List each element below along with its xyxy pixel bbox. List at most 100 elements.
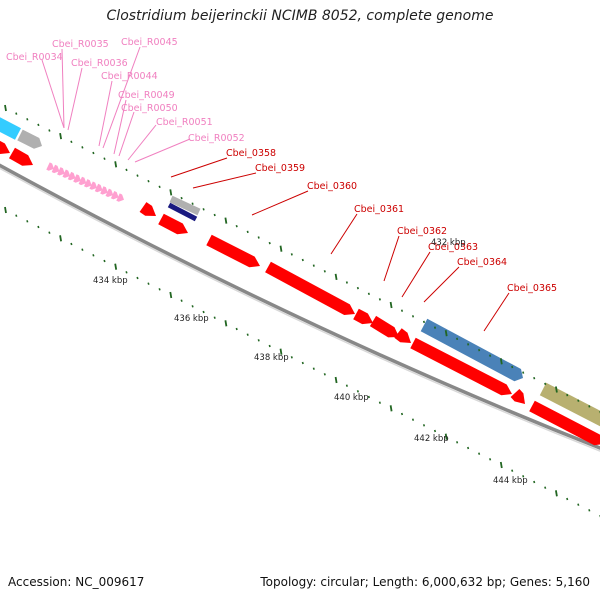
cds-feature-4[interactable] (206, 234, 260, 268)
scale-tick (577, 503, 580, 506)
cds-feature-8[interactable] (394, 328, 411, 343)
outer-tick (37, 123, 40, 127)
cds-feature-9[interactable] (410, 337, 512, 396)
scale-tick (356, 390, 359, 393)
rrna-feature-8[interactable] (89, 181, 98, 190)
scale-tick (103, 259, 106, 263)
cds-label-4[interactable]: Cbei_0362 (397, 226, 447, 237)
outer-tick (323, 270, 326, 273)
scale-tick (555, 490, 558, 497)
cds-feature-1[interactable] (9, 147, 33, 166)
outer-tick (533, 376, 536, 380)
outer-tick (389, 301, 393, 309)
gray-feature-2[interactable] (169, 195, 201, 216)
rrna-feature-11[interactable] (105, 188, 114, 197)
cds-feature-10[interactable] (510, 389, 525, 404)
outer-tick (444, 330, 448, 337)
rrna-feature-9[interactable] (94, 183, 103, 193)
rrna-feature-7[interactable] (84, 179, 92, 188)
cds-feature-3[interactable] (158, 213, 188, 235)
scale-tick (213, 316, 216, 319)
rrna-feature-2[interactable] (57, 167, 65, 176)
rrna-label-4[interactable]: Cbei_R0045 (121, 37, 178, 48)
rrna-leader-line (118, 111, 135, 157)
scale-tick (268, 344, 271, 348)
kbp-label-6: 444 kbp (493, 476, 528, 486)
outer-tick (235, 224, 238, 228)
rrna-feature-13[interactable] (116, 193, 124, 202)
cds-feature-7[interactable] (369, 315, 399, 338)
olive-feature[interactable] (539, 382, 600, 427)
scale-tick (544, 486, 547, 489)
scale-tick (467, 446, 470, 450)
rrna-label-5[interactable]: Cbei_R0049 (118, 90, 175, 101)
cds-feature-0[interactable] (0, 140, 10, 155)
rrna-label-0[interactable]: Cbei_R0034 (6, 52, 63, 63)
genome-backbone-shadow (0, 167, 600, 452)
rrna-label-7[interactable]: Cbei_R0051 (156, 117, 213, 128)
outer-tick (522, 371, 525, 374)
rrna-label-1[interactable]: Cbei_R0035 (52, 39, 109, 50)
navy-feature[interactable] (167, 202, 198, 222)
cds-label-2[interactable]: Cbei_0360 (307, 181, 357, 192)
cds-feature-2[interactable] (139, 202, 156, 216)
genome-backbone (0, 163, 600, 450)
cyan-feature[interactable] (0, 116, 21, 140)
rrna-label-6[interactable]: Cbei_R0050 (121, 103, 178, 114)
cds-label-1[interactable]: Cbei_0359 (255, 163, 305, 174)
outer-tick (555, 386, 558, 393)
scale-tick (345, 384, 348, 387)
outer-tick (268, 241, 271, 245)
cds-feature-6[interactable] (353, 308, 373, 325)
scale-tick (456, 441, 459, 444)
cds-label-3[interactable]: Cbei_0361 (354, 204, 404, 215)
outer-tick (147, 179, 150, 183)
outer-tick (246, 230, 249, 234)
outer-tick (26, 118, 29, 121)
kbp-label-0: 432 kbp (431, 238, 466, 248)
scale-tick (301, 361, 304, 365)
outer-tick (202, 208, 205, 211)
rrna-label-8[interactable]: Cbei_R0052 (188, 133, 245, 144)
scale-tick (15, 214, 18, 217)
outer-tick (499, 358, 503, 365)
scale-tick (511, 469, 514, 472)
kbp-label-1: 434 kbp (93, 276, 128, 286)
scale-tick (224, 320, 228, 327)
cds-feature-5[interactable] (265, 261, 355, 315)
cds-leader-line (192, 172, 257, 189)
rrna-leader-line (98, 80, 113, 147)
scale-tick (323, 373, 326, 376)
outer-tick (312, 264, 315, 267)
scale-tick (478, 452, 481, 455)
cds-label-5[interactable]: Cbei_0363 (428, 242, 478, 253)
scale-tick (169, 291, 173, 299)
cds-feature-11[interactable] (529, 400, 600, 446)
outer-tick (290, 253, 293, 256)
rrna-label-2[interactable]: Cbei_R0036 (71, 58, 128, 69)
outer-tick (544, 382, 547, 386)
cds-leader-line (170, 157, 228, 178)
scale-tick (59, 235, 62, 242)
rrna-feature-0[interactable] (46, 162, 54, 171)
cds-label-6[interactable]: Cbei_0364 (457, 257, 507, 268)
map-title: Clostridium beijerinckii NCIMB 8052, com… (106, 8, 494, 24)
outer-tick (334, 273, 338, 281)
cds-leader-line (401, 251, 431, 298)
rrna-feature-3[interactable] (62, 169, 71, 178)
rrna-feature-1[interactable] (51, 164, 60, 174)
gray-feature[interactable] (17, 129, 42, 149)
rrna-feature-5[interactable] (73, 174, 81, 183)
cds-label-7[interactable]: Cbei_0365 (507, 283, 557, 294)
rrna-feature-10[interactable] (100, 186, 108, 195)
scale-tick (389, 405, 393, 412)
scale-tick (180, 299, 183, 302)
scale-tick (433, 429, 437, 433)
outer-tick (103, 157, 106, 160)
cds-label-0[interactable]: Cbei_0358 (226, 148, 276, 159)
rrna-feature-12[interactable] (110, 191, 119, 200)
rrna-feature-6[interactable] (78, 176, 87, 186)
rrna-feature-4[interactable] (67, 171, 76, 181)
outer-tick (114, 161, 118, 168)
